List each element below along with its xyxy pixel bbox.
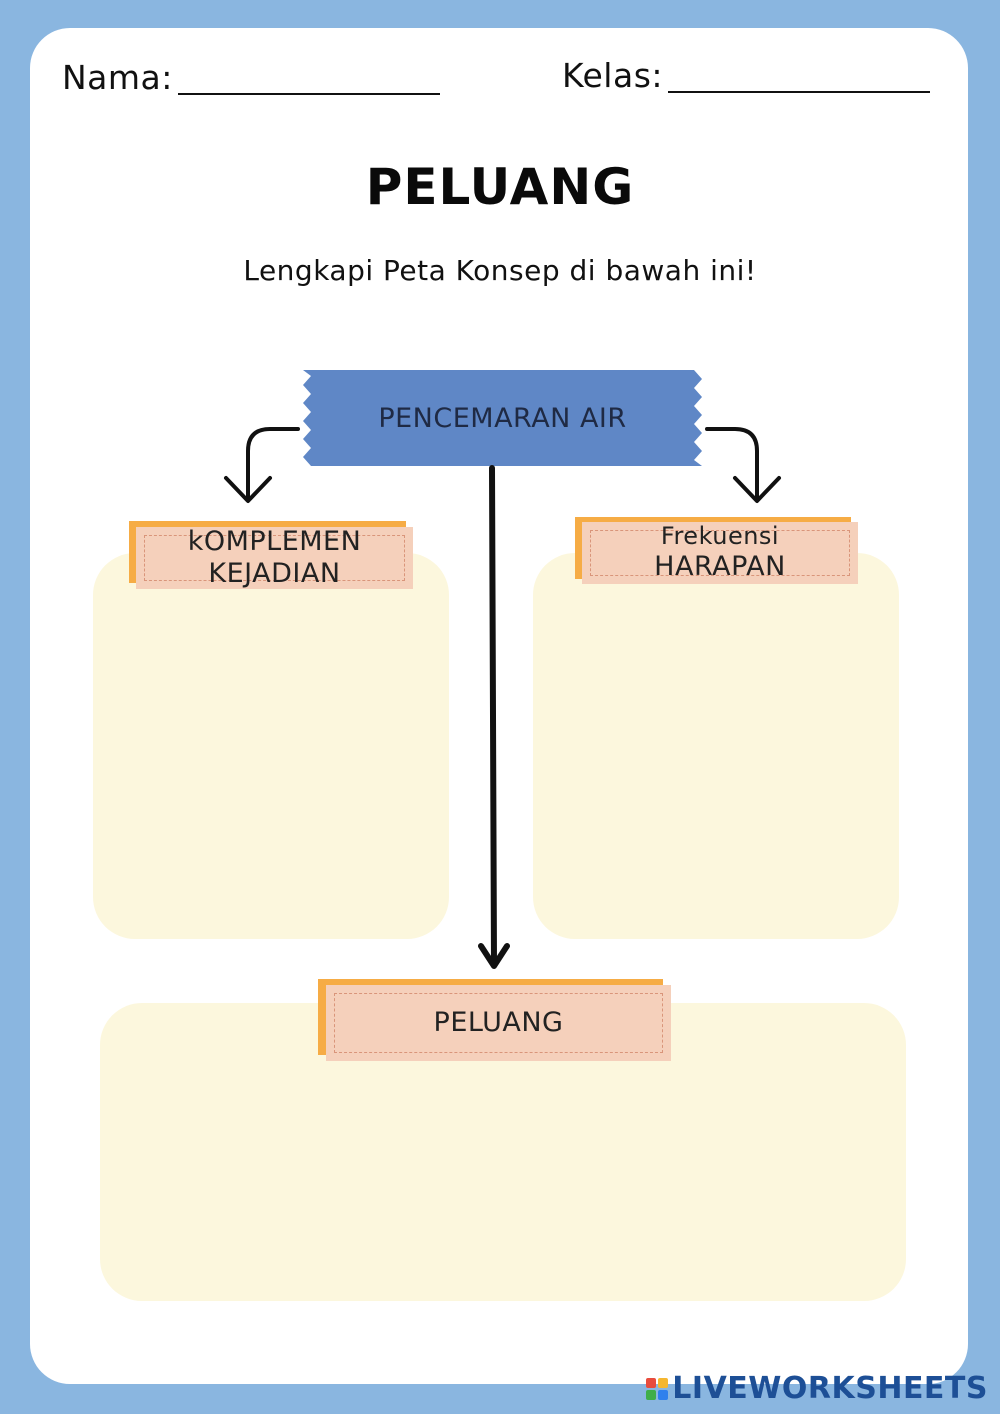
right-node-line1: Frekuensi xyxy=(660,522,780,551)
right-answer-box[interactable] xyxy=(533,553,899,939)
left-node-line2: KEJADIAN xyxy=(208,558,341,589)
left-arrow xyxy=(246,427,300,501)
liveworksheets-brand-text: LIVEWORKSHEETS xyxy=(672,1371,988,1406)
right-arrow xyxy=(705,427,759,501)
name-label: Nama: xyxy=(62,58,173,97)
left-tag: kOMPLEMEN KEJADIAN xyxy=(136,525,413,589)
left-arrowhead xyxy=(224,476,272,503)
name-field-line[interactable] xyxy=(178,93,440,95)
left-node-line1: kOMPLEMEN xyxy=(187,525,362,557)
bottom-node-label: PELUANG xyxy=(433,1006,564,1038)
liveworksheets-logo: LIVEWORKSHEETS xyxy=(646,1371,988,1406)
instruction-text: Lengkapi Peta Konsep di bawah ini! xyxy=(243,254,757,287)
center-node-label: PENCEMARAN AIR xyxy=(378,402,627,434)
bottom-tag: PELUANG xyxy=(326,985,671,1061)
right-arrowhead xyxy=(733,476,781,503)
class-field-line[interactable] xyxy=(668,91,930,93)
right-tag: Frekuensi HARAPAN xyxy=(582,522,858,584)
class-label: Kelas: xyxy=(562,56,664,95)
center-banner-shape xyxy=(303,370,702,466)
left-answer-box[interactable] xyxy=(93,553,449,939)
center-arrowhead xyxy=(478,943,510,969)
center-arrow xyxy=(489,465,497,967)
liveworksheets-logo-icon xyxy=(646,1377,669,1400)
page-title: PELUANG xyxy=(365,158,635,216)
right-node-line2: HARAPAN xyxy=(654,551,786,583)
